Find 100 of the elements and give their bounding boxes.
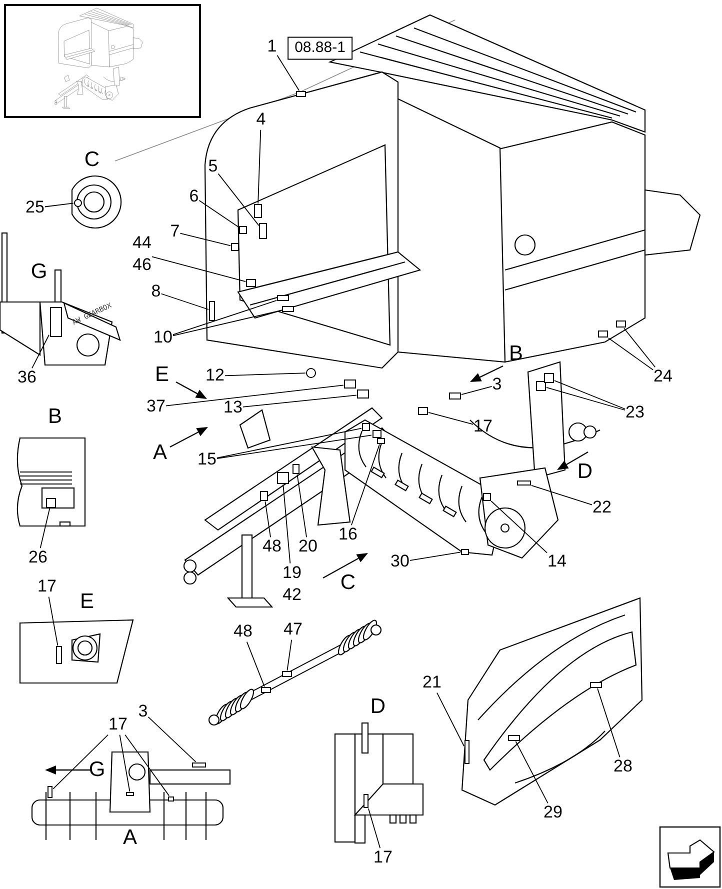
decal bbox=[357, 390, 369, 399]
callout-number: 42 bbox=[282, 586, 302, 604]
callout-number: 36 bbox=[18, 368, 36, 388]
leader-line bbox=[40, 508, 50, 549]
decal bbox=[246, 279, 256, 288]
leader-line bbox=[119, 734, 130, 792]
callout-number: 17 bbox=[38, 578, 56, 596]
leader-line bbox=[242, 394, 357, 408]
decal bbox=[277, 295, 290, 302]
leader-line bbox=[546, 386, 626, 411]
callout-number: 48 bbox=[262, 538, 282, 556]
callout-number: 19 bbox=[282, 564, 302, 582]
view-letter: E bbox=[155, 363, 169, 387]
round-decal bbox=[306, 368, 316, 378]
leader-line bbox=[276, 54, 300, 92]
decal bbox=[282, 671, 292, 677]
view-letter: A bbox=[123, 826, 137, 850]
leader-line bbox=[624, 328, 656, 368]
decal bbox=[362, 423, 370, 432]
leader-line bbox=[166, 384, 344, 406]
decal bbox=[296, 91, 306, 98]
callout-number: 44 bbox=[132, 234, 152, 252]
leader-line bbox=[282, 484, 291, 564]
callout-number: 14 bbox=[548, 552, 566, 572]
decal bbox=[239, 226, 248, 234]
leader-line bbox=[515, 740, 548, 804]
decal bbox=[168, 796, 174, 802]
view-letter: C bbox=[84, 148, 100, 172]
leader-line bbox=[490, 500, 548, 554]
view-letter: E bbox=[80, 590, 94, 614]
decal bbox=[260, 490, 268, 501]
leader-line bbox=[216, 434, 372, 459]
reference-number: 08.88-1 bbox=[288, 36, 352, 60]
callout-number: 5 bbox=[208, 158, 218, 176]
view-letter: B bbox=[509, 342, 523, 366]
decal bbox=[364, 794, 369, 808]
callout-number: 15 bbox=[198, 450, 216, 470]
callout-number: 20 bbox=[298, 538, 318, 556]
callout-number: 37 bbox=[146, 398, 166, 416]
callout-number: 7 bbox=[170, 222, 180, 242]
callout-number: 30 bbox=[390, 552, 410, 572]
callout-number: 1 bbox=[267, 38, 277, 56]
callout-number: 12 bbox=[206, 366, 224, 386]
leader-line bbox=[286, 639, 292, 671]
leader-line bbox=[32, 334, 50, 369]
leader-line bbox=[160, 293, 209, 310]
callout-number: 46 bbox=[132, 256, 152, 274]
callout-number: 48 bbox=[234, 622, 252, 642]
decal bbox=[192, 762, 206, 768]
callout-number: 17 bbox=[108, 716, 128, 734]
decal bbox=[598, 330, 608, 338]
decal bbox=[292, 464, 300, 474]
leader-line bbox=[296, 474, 307, 538]
leader-line bbox=[428, 412, 474, 425]
leader-line bbox=[608, 338, 654, 370]
decal bbox=[126, 792, 134, 796]
leader-line bbox=[124, 734, 170, 796]
decal bbox=[56, 646, 62, 664]
callout-number: 3 bbox=[492, 376, 502, 394]
decal bbox=[209, 300, 216, 321]
decal bbox=[616, 320, 626, 328]
leader-line bbox=[218, 173, 260, 226]
leader-line bbox=[172, 300, 277, 336]
decal bbox=[344, 380, 356, 389]
view-letter: C bbox=[340, 571, 356, 595]
decal bbox=[418, 406, 428, 415]
leader-line bbox=[52, 734, 108, 790]
decal bbox=[260, 687, 271, 694]
callout-number: 8 bbox=[151, 282, 161, 302]
view-letter: D bbox=[577, 460, 593, 484]
leader-line bbox=[148, 716, 196, 762]
callout-number: 29 bbox=[544, 804, 562, 822]
view-letter: D bbox=[370, 695, 386, 719]
decal bbox=[516, 480, 531, 486]
leader-line bbox=[246, 641, 265, 688]
decal bbox=[50, 307, 62, 338]
leader-line bbox=[216, 428, 362, 458]
callout-number: 22 bbox=[592, 498, 612, 518]
leader-line bbox=[350, 444, 380, 526]
view-letter: G bbox=[88, 758, 106, 782]
callout-number: 16 bbox=[338, 526, 358, 544]
leader-line bbox=[172, 310, 282, 336]
decal bbox=[448, 392, 461, 400]
decal bbox=[464, 740, 470, 764]
callout-number: 24 bbox=[654, 368, 672, 386]
leader-line bbox=[48, 596, 58, 646]
callout-number: 47 bbox=[284, 620, 302, 640]
callout-number: 28 bbox=[614, 758, 632, 776]
callout-number: 17 bbox=[474, 418, 492, 436]
decal bbox=[259, 223, 268, 240]
leader-line bbox=[461, 386, 492, 396]
callout-number: 21 bbox=[422, 674, 442, 692]
callout-number: 3 bbox=[138, 702, 148, 722]
leader-line bbox=[410, 552, 461, 561]
decal bbox=[544, 373, 554, 384]
leader-line bbox=[531, 485, 592, 506]
callout-number: 17 bbox=[374, 848, 392, 868]
leader-line bbox=[436, 692, 464, 747]
callout-number: 26 bbox=[28, 548, 48, 568]
leader-line bbox=[224, 372, 306, 376]
